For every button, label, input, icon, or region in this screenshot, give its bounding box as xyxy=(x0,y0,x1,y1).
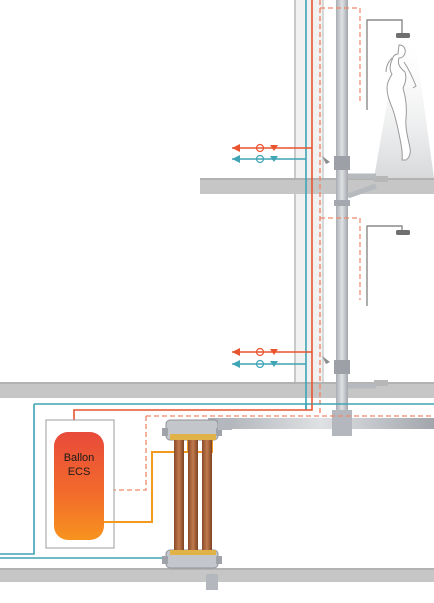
middle-floor-slab xyxy=(0,382,434,398)
shower-drain-lower xyxy=(374,380,388,386)
shower-pipe-lower xyxy=(366,225,403,306)
cold-water-main xyxy=(0,403,434,555)
shower-head-icon xyxy=(396,33,410,38)
shower-pipe-upper xyxy=(366,19,403,110)
tank-label-line2: ECS xyxy=(68,466,91,478)
person-showering-icon xyxy=(385,44,417,161)
tank-label-line1: Ballon xyxy=(64,452,95,464)
valve-icon xyxy=(232,143,312,164)
hot-water-tank xyxy=(54,432,104,540)
hot-water-main xyxy=(73,404,313,420)
flow-arrow-icon xyxy=(322,156,330,364)
horizontal-drain xyxy=(208,418,434,429)
upper-floor-slab xyxy=(200,178,434,194)
shower-drain-upper xyxy=(374,176,388,182)
valve-icon xyxy=(232,347,312,369)
shower-head-icon xyxy=(396,230,410,235)
heat-exchanger xyxy=(162,418,232,590)
